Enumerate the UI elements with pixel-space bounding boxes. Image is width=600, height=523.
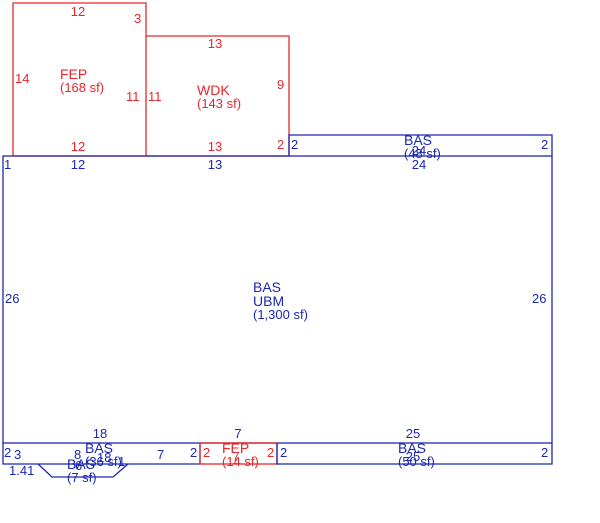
area-sf-bas-top: (48 sf) <box>404 146 441 161</box>
dim-wdk-bottom: 13 <box>207 139 223 154</box>
area-sf-bas-br: (50 sf) <box>398 454 435 469</box>
area-sf-bas-small: (7 sf) <box>67 470 97 485</box>
dim-main-corner: 1 <box>4 157 12 172</box>
area-code-bas-top: BAS <box>404 132 433 148</box>
dim-main-bottom-c: 25 <box>405 426 421 441</box>
dim-bl-8: 8 <box>74 447 82 462</box>
dim-fep-top-left: 14 <box>15 71 30 86</box>
dim-main-left: 26 <box>5 291 20 306</box>
dim-small-1: 1 <box>118 454 126 469</box>
dim-bas-top-overlap: 24 <box>411 143 427 158</box>
dim-bl-overlap: 18 <box>97 450 112 465</box>
dim-br-overlap: 25 <box>405 449 421 464</box>
dim-fepb-left: 2 <box>203 445 211 460</box>
dim-wdk-top: 13 <box>207 36 223 51</box>
dim-bas-top-right: 2 <box>541 137 549 152</box>
dim-main-top-b: 13 <box>207 157 223 172</box>
bas-small-outline <box>37 463 129 478</box>
area-code-fep-bottom: FEP <box>222 440 250 456</box>
dim-main-bottom-b: 7 <box>234 426 242 441</box>
area-code-bas-bl: BAS <box>85 440 114 456</box>
area-code-wdk: WDK <box>197 82 230 98</box>
dim-main-bottom-a: 18 <box>92 426 108 441</box>
dim-wdk-left: 11 <box>148 89 162 104</box>
area-sf-main: (1,300 sf) <box>253 307 308 322</box>
dim-fepb-right: 2 <box>267 445 275 460</box>
dim-small-6: 6 <box>75 458 83 473</box>
dim-bl-left-b: 3 <box>14 447 22 462</box>
dim-fep-top-right: 11 <box>126 89 140 104</box>
dim-bl-left-a: 2 <box>4 445 12 460</box>
dim-wdk-right: 9 <box>277 77 285 92</box>
dim-main-right: 26 <box>532 291 547 306</box>
area-code-fep-top: FEP <box>60 66 88 82</box>
dim-br-right: 2 <box>541 445 549 460</box>
dim-fep-top-top: 12 <box>70 4 86 19</box>
dim-br-left: 2 <box>280 445 288 460</box>
dim-bl-7: 7 <box>157 447 165 462</box>
area-code-main: BAS <box>253 279 282 295</box>
dim-bl-2: 2 <box>190 445 198 460</box>
dim-bas-top-left: 2 <box>291 137 299 152</box>
dim-fepb-mid: 7 <box>232 449 240 464</box>
area-code-bas-small: BAS <box>67 456 96 472</box>
dim-fep-top-notch: 3 <box>134 11 142 26</box>
dim-main-top-a: 12 <box>70 157 86 172</box>
area-sf-wdk: (143 sf) <box>197 96 242 111</box>
area-sf-fep-bottom: (14 sf) <box>222 454 259 469</box>
area-code2-main: UBM <box>253 293 285 309</box>
area-sf-bas-bl: (36 sf) <box>85 454 122 469</box>
fep-top-outline <box>12 2 147 156</box>
bas-bottom-right-outline <box>276 443 553 465</box>
bas-top-outline <box>288 134 553 156</box>
dim-fep-top-bottom: 12 <box>70 139 86 154</box>
dim-wdk-step: 2 <box>277 137 285 152</box>
wdk-outline <box>146 35 290 156</box>
dim-small-141: 1.41 <box>9 463 35 478</box>
area-sf-fep-top: (168 sf) <box>60 80 105 95</box>
area-code-bas-br: BAS <box>398 440 427 456</box>
dim-bas-top-bottom: 24 <box>411 157 427 172</box>
